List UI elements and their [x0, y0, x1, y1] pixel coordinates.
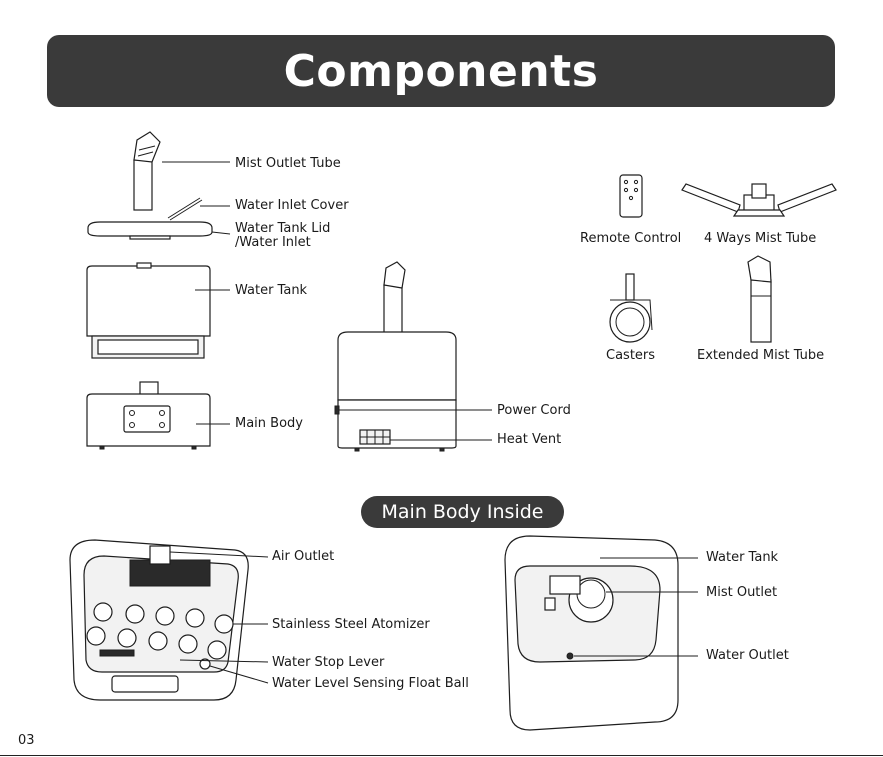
- label-water-tank: Water Tank: [235, 283, 308, 298]
- remote-control-illustration: [619, 174, 643, 218]
- four-ways-mist-tube-illustration: [681, 183, 837, 217]
- main-body-inside-illustration: [69, 539, 269, 701]
- label-mist-outlet-tube: Mist Outlet Tube: [235, 156, 341, 171]
- label-water-level-float-ball: Water Level Sensing Float Ball: [272, 676, 469, 691]
- components-banner: Components: [47, 35, 835, 107]
- section-title: Main Body Inside: [381, 501, 544, 523]
- water-tank-illustration: [86, 262, 230, 359]
- assembled-humidifier-illustration: [334, 261, 492, 452]
- water-tank-inside-illustration: [504, 535, 698, 731]
- label-heat-vent: Heat Vent: [497, 432, 562, 447]
- label-stainless-steel-atomizer: Stainless Steel Atomizer: [272, 617, 430, 632]
- label-inside-water-tank: Water Tank: [706, 550, 779, 565]
- label-main-body: Main Body: [235, 416, 303, 431]
- label-water-stop-lever: Water Stop Lever: [272, 655, 385, 670]
- extended-mist-tube-illustration: [747, 255, 772, 343]
- label-water-inlet-cover: Water Inlet Cover: [235, 198, 349, 213]
- page-number: 03: [18, 733, 35, 748]
- label-extended-mist-tube: Extended Mist Tube: [697, 348, 825, 363]
- label-casters: Casters: [606, 348, 656, 363]
- main-body-illustration: [86, 381, 230, 450]
- water-tank-lid-illustration: [87, 197, 231, 240]
- label-water-tank-lid: Water Tank Lid: [235, 221, 331, 236]
- label-power-cord: Power Cord: [497, 403, 571, 418]
- label-air-outlet: Air Outlet: [272, 549, 335, 564]
- label-remote-control: Remote Control: [580, 231, 682, 246]
- label-four-ways-mist-tube: 4 Ways Mist Tube: [704, 231, 817, 246]
- label-mist-outlet: Mist Outlet: [706, 585, 778, 600]
- mist-outlet-tube-illustration: [133, 131, 230, 211]
- main-body-inside-heading: Main Body Inside: [361, 496, 564, 528]
- label-water-inlet: /Water Inlet: [235, 235, 311, 250]
- page-title: Components: [283, 45, 599, 97]
- footer-rule: [0, 755, 883, 756]
- casters-illustration: [609, 273, 653, 343]
- label-water-outlet: Water Outlet: [706, 648, 789, 663]
- atomizer-rows: [86, 602, 234, 660]
